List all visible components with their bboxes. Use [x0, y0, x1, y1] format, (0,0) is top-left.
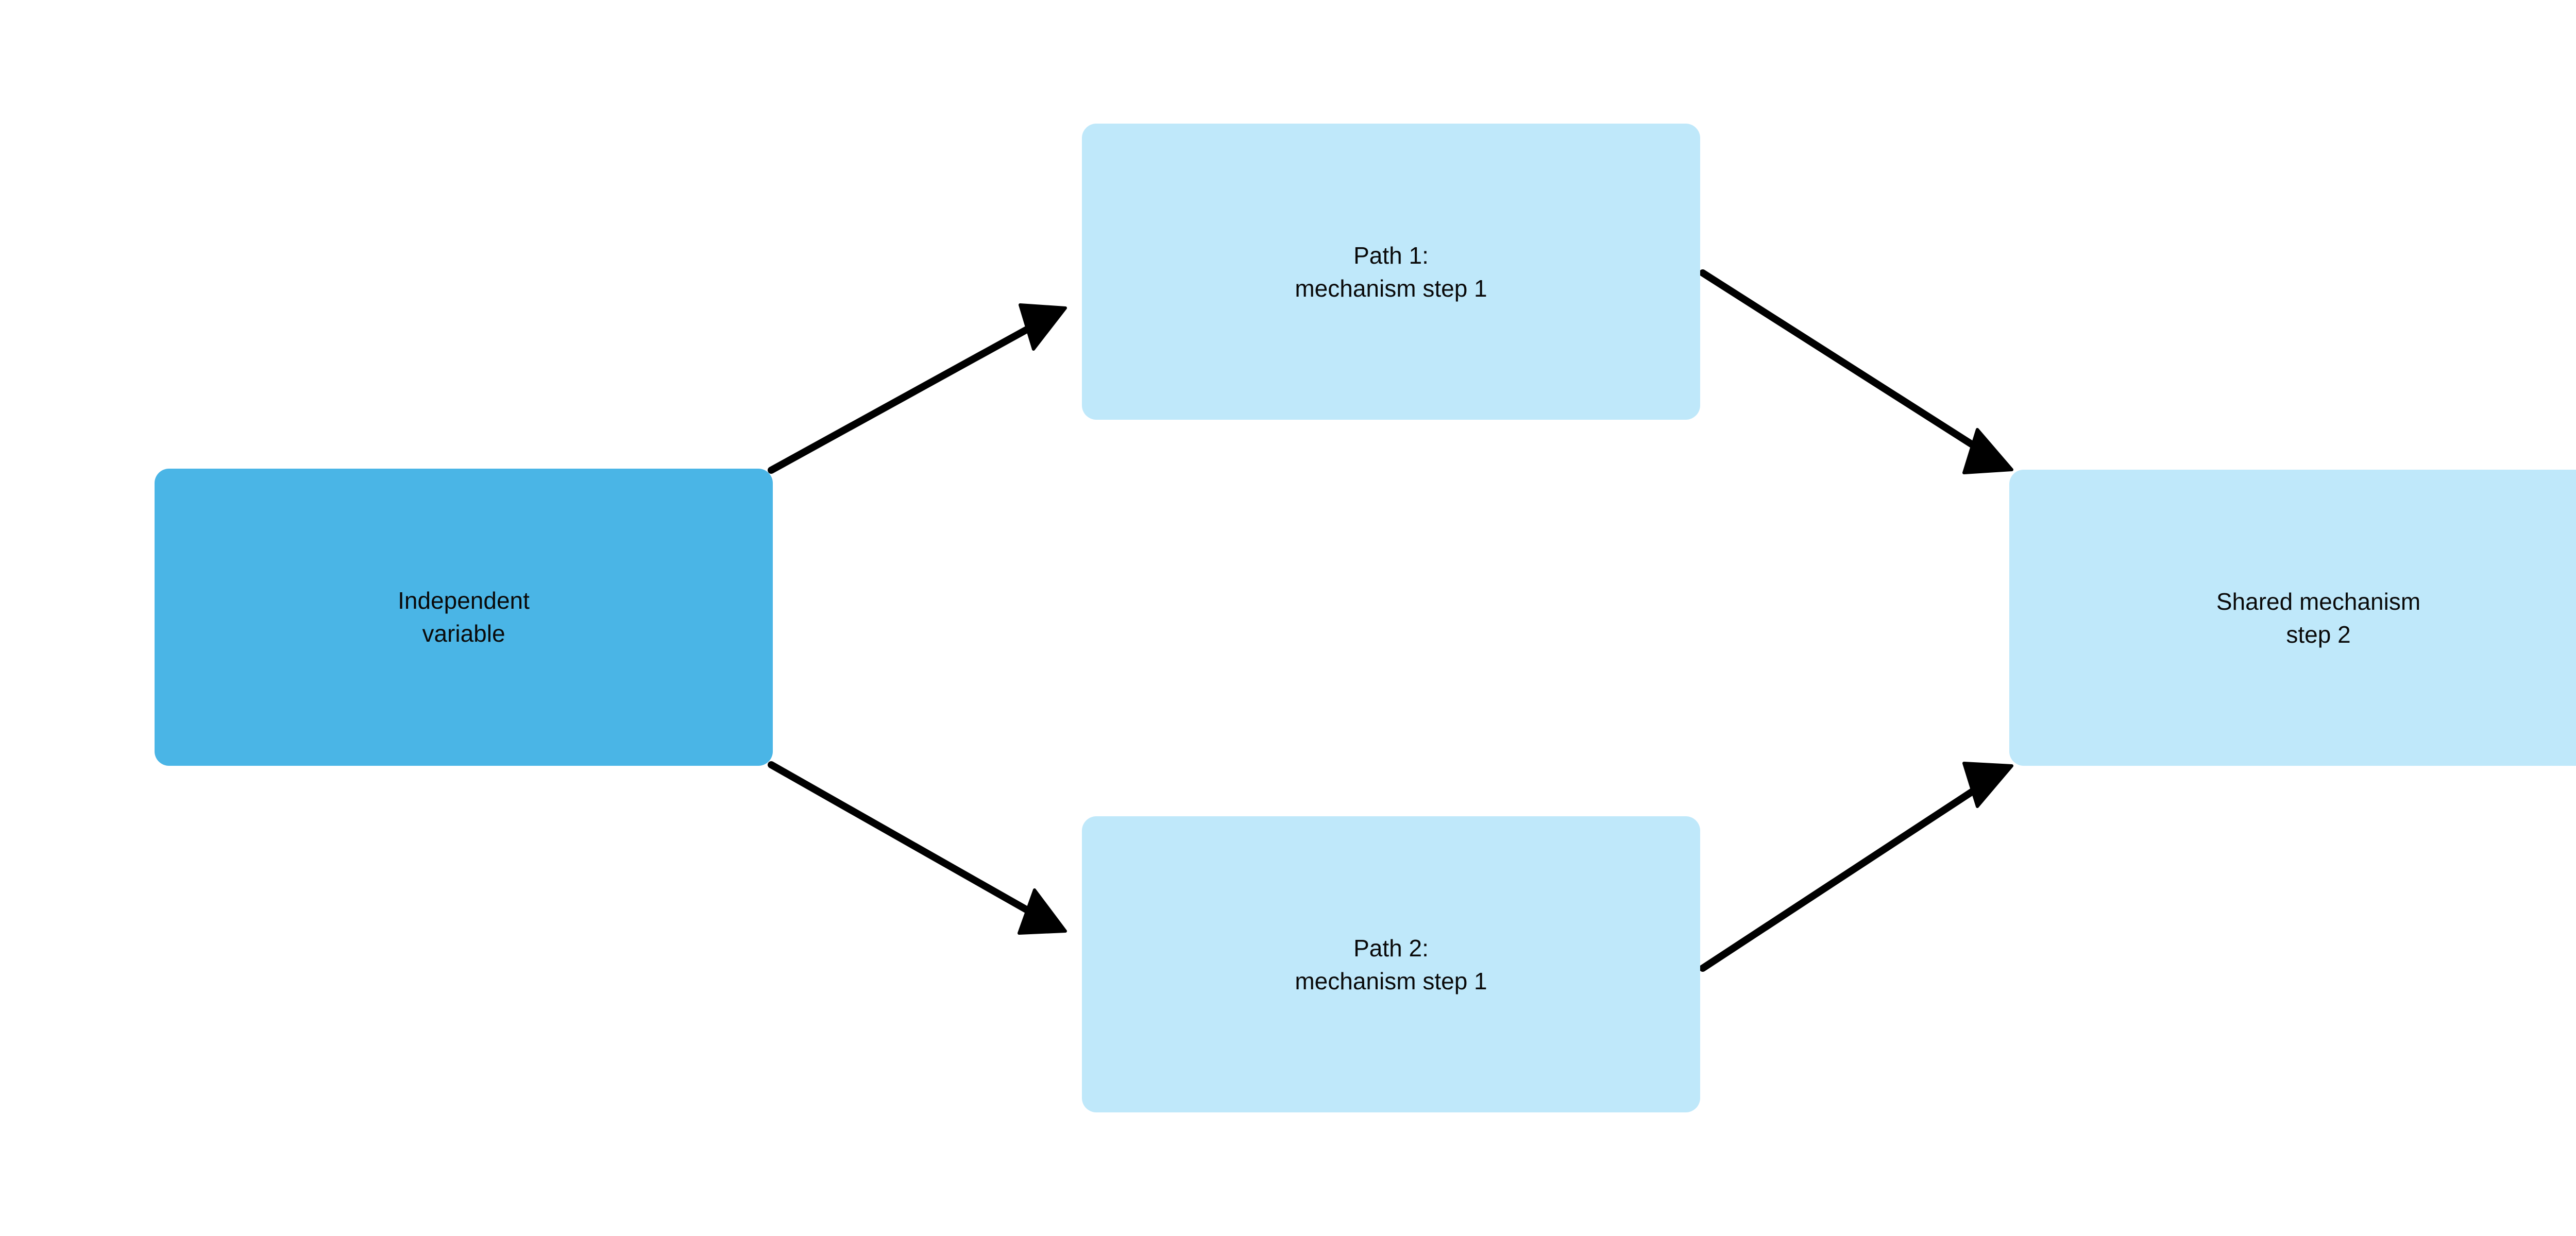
arrow-head-icon [1018, 888, 1067, 935]
edge-line [1699, 269, 1986, 455]
node-label-line-2: mechanism step 1 [1295, 275, 1487, 302]
edge-line [1699, 781, 1986, 972]
edge-line [768, 318, 1044, 474]
edge-independent-to-path-2[interactable] [768, 761, 1067, 935]
arrow-head-icon [1019, 303, 1067, 351]
node-label-line-2: variable [422, 620, 505, 647]
node-layer: Independent variable Path 1: mechanism s… [155, 124, 2576, 1112]
node-path-2-mechanism-step-1[interactable]: Path 2: mechanism step 1 [1082, 816, 1700, 1112]
node-path-1-mechanism-step-1[interactable]: Path 1: mechanism step 1 [1082, 124, 1700, 420]
edge-line [768, 761, 1044, 921]
arrow-head-icon [1962, 428, 2013, 474]
node-box [2009, 470, 2576, 766]
node-independent-variable[interactable]: Independent variable [155, 469, 773, 766]
node-label-line-2: step 2 [2286, 621, 2350, 648]
edge-layer [768, 269, 2013, 972]
node-label-line-2: mechanism step 1 [1295, 968, 1487, 994]
node-label-line-1: Path 2: [1353, 935, 1429, 962]
node-box [1082, 124, 1700, 420]
edge-path-1-to-shared[interactable] [1699, 269, 2013, 474]
node-box [155, 469, 773, 766]
edge-independent-to-path-1[interactable] [768, 303, 1067, 474]
node-label-line-1: Independent [398, 587, 530, 614]
arrow-head-icon [1962, 762, 2013, 808]
node-label-line-1: Path 1: [1353, 242, 1429, 269]
edge-path-2-to-shared[interactable] [1699, 762, 2013, 972]
node-label-line-1: Shared mechanism [2216, 588, 2420, 615]
node-box [1082, 816, 1700, 1112]
node-shared-mechanism-step-2[interactable]: Shared mechanism step 2 [2009, 470, 2576, 766]
